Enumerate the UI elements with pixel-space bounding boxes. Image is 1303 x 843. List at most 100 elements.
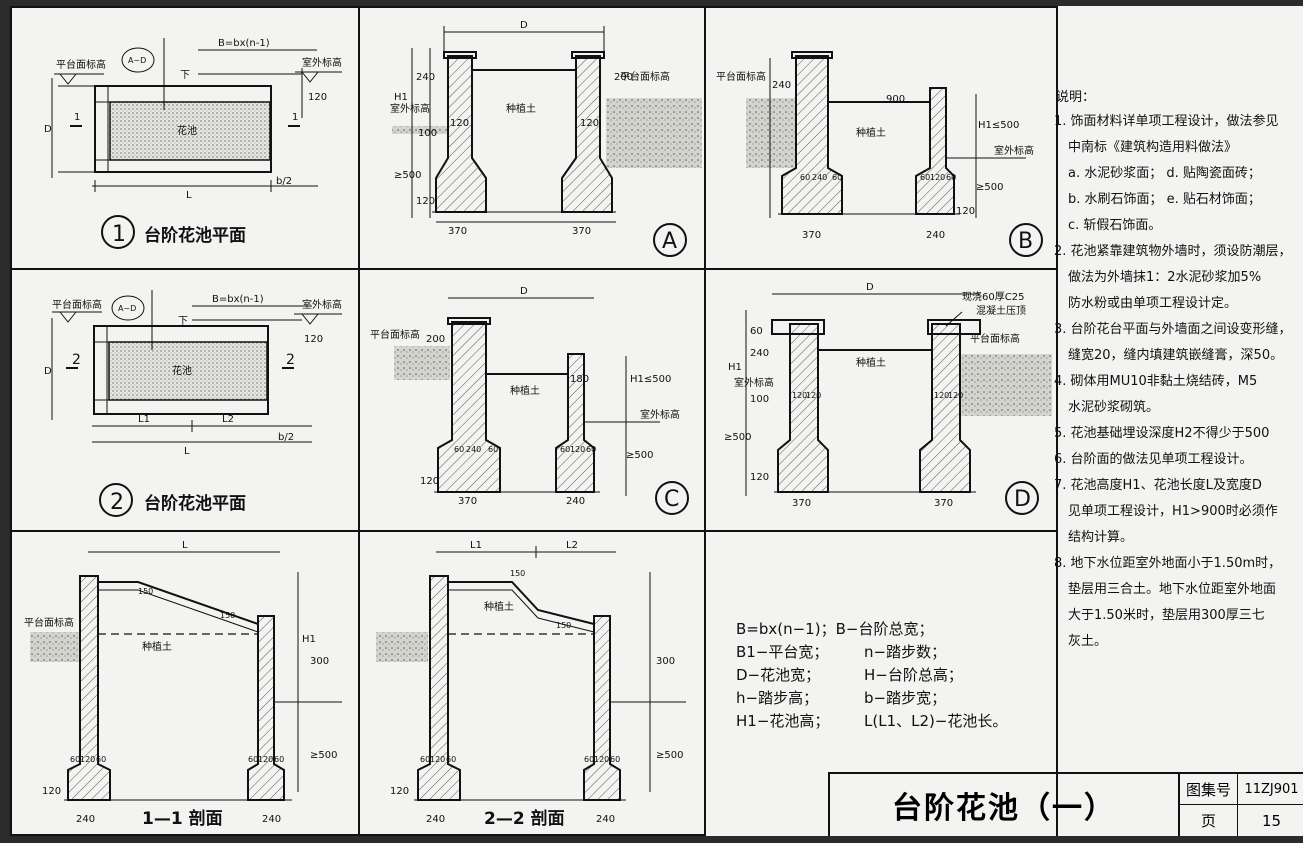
detail-a-240: 240 xyxy=(416,72,435,83)
plan-1-cut-left: 1 xyxy=(74,112,80,123)
page-number: 15 xyxy=(1261,811,1282,830)
plan-1-d: D xyxy=(44,124,52,135)
section-2-60b: 60 xyxy=(446,755,456,764)
section-2-240b: 240 xyxy=(596,814,615,825)
title-block: 台阶花池（一） 图集号 11ZJ901 页 15 xyxy=(828,772,1303,836)
detail-b-soil: 种植土 xyxy=(856,126,886,139)
detail-c-left-elev: 平台面标高 xyxy=(370,328,420,341)
detail-d-cap2: 混凝土压顶 xyxy=(976,304,1026,317)
detail-c-d: D xyxy=(520,286,528,297)
detail-a-100: 100 xyxy=(418,128,437,139)
legend-d: D−花池宽； xyxy=(736,666,821,684)
plan-2-number: 2 xyxy=(110,490,124,515)
plan-2-l: L xyxy=(184,446,190,457)
atlas-label: 图集号 xyxy=(1180,774,1238,805)
detail-d-circle: D xyxy=(1014,487,1031,512)
notes-panel: 说明： 1. 饰面材料详单项工程设计，做法参见 中南标《建筑构造用料做法》 a.… xyxy=(1046,6,1303,776)
note-line: 做法为外墙抹1：2水泥砂浆加5% xyxy=(1068,270,1262,285)
plan-2-pool: 花池 xyxy=(172,364,192,377)
section-1-h1: H1 xyxy=(302,634,316,645)
detail-c-right-elev: 室外标高 xyxy=(640,408,680,421)
plan-1-b2: b/2 xyxy=(276,176,292,187)
plan-1-number: 1 xyxy=(112,222,126,247)
detail-b-900: 900 xyxy=(886,94,905,105)
section-2-150a: 150 xyxy=(510,569,525,578)
note-line: 水泥砂浆砌筑。 xyxy=(1068,400,1160,415)
detail-d-d: D xyxy=(866,282,874,293)
detail-a-200: 200 xyxy=(614,72,633,83)
note-line: 8. 地下水位距室外地面小于1.50m时， xyxy=(1054,556,1282,571)
detail-a-120c: 120 xyxy=(416,196,435,207)
note-line: 中南标《建筑构造用料做法》 xyxy=(1068,140,1238,155)
detail-b-240: 240 xyxy=(772,80,791,91)
section-2-soil: 种植土 xyxy=(484,600,514,613)
sheet-title: 台阶花池（一） xyxy=(830,774,1180,836)
section-1-60a: 60 xyxy=(70,755,80,764)
legend-b-step: b−踏步宽； xyxy=(864,689,947,707)
detail-a-370b: 370 xyxy=(572,226,591,237)
detail-d-100: 100 xyxy=(750,394,769,405)
detail-b-drawing: B 240 900 H1≤500 ≥500 120 60 240 60 60 1… xyxy=(716,51,1043,257)
section-1-120a: 120 xyxy=(80,755,95,764)
section-1-150a: 150 xyxy=(138,587,153,596)
note-line: a. 水泥砂浆面； d. 贴陶瓷面砖； xyxy=(1068,166,1261,181)
note-line: 垫层用三合土。地下水位距室外地面 xyxy=(1068,582,1277,597)
plan-1-pool: 花池 xyxy=(177,124,197,137)
section-1-500: ≥500 xyxy=(310,750,337,761)
plan-2-left-elev: 平台面标高 xyxy=(52,298,102,311)
plan-1-tag: A~D xyxy=(128,56,146,65)
section-2-60a: 60 xyxy=(420,755,430,764)
legend-line-1: B=bx(n−1)；B−台阶总宽； xyxy=(736,620,934,638)
detail-c-60a: 60 xyxy=(454,445,464,454)
detail-a-circle: A xyxy=(662,229,677,254)
section-2-caption: 2—2 剖面 xyxy=(484,808,565,829)
section-2-60c: 60 xyxy=(584,755,594,764)
detail-b-left-elev: 平台面标高 xyxy=(716,70,766,83)
legend-h: H−台阶总高； xyxy=(864,666,963,684)
detail-b-500: ≥500 xyxy=(976,182,1003,193)
plan-2-right-elev: 室外标高 xyxy=(302,298,342,311)
section-1-60c: 60 xyxy=(248,755,258,764)
plan-2-tag: A~D xyxy=(118,304,136,313)
detail-d-h1: H1 xyxy=(728,362,742,373)
plan-1-panel: 1 台阶花池平面 平台面标高 室外标高 A~D B=bx(n-1) 下 120 … xyxy=(10,6,360,270)
legend-n: n−踏步数； xyxy=(864,643,947,661)
section-2-150b: 150 xyxy=(556,621,571,630)
detail-b-120: 120 xyxy=(956,206,975,217)
note-line: c. 斩假石饰面。 xyxy=(1068,218,1162,233)
plan-2-dim-120: 120 xyxy=(304,334,323,345)
section-1-300: 300 xyxy=(310,656,329,667)
detail-b-60a: 60 xyxy=(800,173,810,182)
legend-b1: B1−平台宽； xyxy=(736,643,829,661)
detail-c-240: 240 xyxy=(466,445,481,454)
detail-b-240c: 240 xyxy=(926,230,945,241)
detail-a-soil: 种植土 xyxy=(506,102,536,115)
detail-d-120c: 120 xyxy=(934,391,949,400)
detail-d-120a: 120 xyxy=(792,391,807,400)
plan-1-down: 下 xyxy=(180,70,190,81)
detail-b-60b: 60 xyxy=(832,173,842,182)
section-1-120: 120 xyxy=(42,786,61,797)
detail-a-right-elev: 平台面标高 xyxy=(620,70,670,83)
plan-1-l: L xyxy=(186,190,192,201)
note-line: 大于1.50米时，垫层用300厚三七 xyxy=(1068,608,1265,623)
detail-c-60b: 60 xyxy=(488,445,498,454)
section-2-120: 120 xyxy=(390,786,409,797)
detail-c-120b: 120 xyxy=(570,445,585,454)
detail-b-240b: 240 xyxy=(812,173,827,182)
detail-c-200: 200 xyxy=(426,334,445,345)
detail-c-180: 180 xyxy=(570,374,589,385)
legend-row: H1−花池高；L(L1、L2)−花池长。 xyxy=(736,710,1036,733)
note-line: 4. 砌体用MU10非黏土烧结砖，M5 xyxy=(1054,374,1258,389)
section-2-240a: 240 xyxy=(426,814,445,825)
section-2-drawing: L1 L2 150 150 300 ≥500 120 60 120 60 60 … xyxy=(376,540,686,829)
section-1-240b: 240 xyxy=(262,814,281,825)
section-2-120b: 120 xyxy=(594,755,609,764)
detail-c-240b: 240 xyxy=(566,496,585,507)
note-line: 5. 花池基础埋设深度H2不得少于500 xyxy=(1054,426,1270,441)
detail-b-right-elev: 室外标高 xyxy=(994,144,1034,157)
detail-a-120a: 120 xyxy=(450,118,469,129)
note-line: 1. 饰面材料详单项工程设计，做法参见 xyxy=(1054,114,1279,129)
plan-1-b-label: B=bx(n-1) xyxy=(218,38,270,49)
section-2-l1: L1 xyxy=(470,540,482,551)
